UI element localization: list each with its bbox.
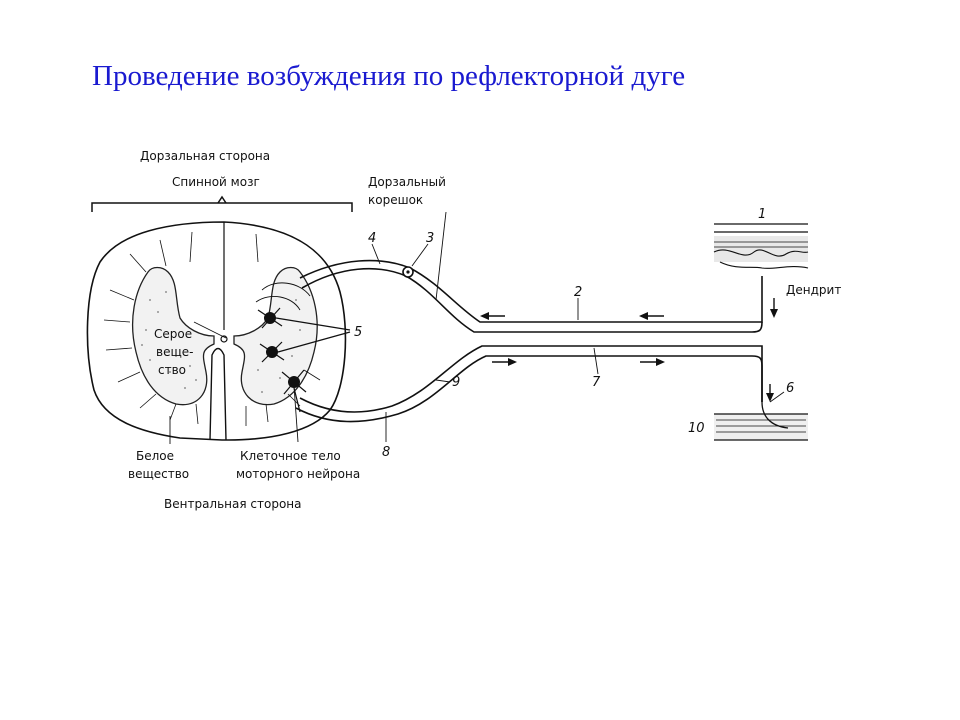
label-number-2: 2 (574, 285, 582, 300)
label-number-4: 4 (368, 231, 376, 246)
dorsal-root-ganglion (402, 266, 414, 278)
skin-receptor (713, 223, 809, 269)
muscle-effector (714, 401, 808, 441)
motor-pathway (295, 345, 763, 423)
gray-matter-label-3: ство (158, 363, 186, 377)
dendrite-label: Дендрит (786, 283, 841, 297)
dorsal-root-label-2: корешок (368, 193, 423, 207)
interneuron-cluster (255, 282, 351, 413)
label-number-8: 8 (382, 445, 390, 460)
label-number-10: 10 (688, 421, 705, 436)
white-matter-label-2: вещество (128, 467, 189, 481)
label-number-7: 7 (592, 375, 601, 390)
sensory-pathway (299, 259, 763, 333)
motor-body-label-1: Клеточное тело (240, 449, 341, 463)
leader-lines (169, 211, 785, 444)
label-number-9: 9 (452, 375, 460, 390)
spinal-cord-label: Спинной мозг (172, 175, 260, 189)
label-number-1: 1 (758, 207, 766, 222)
spinal-cord-bracket (91, 195, 353, 212)
white-matter-label-1: Белое (136, 449, 174, 463)
label-number-5: 5 (354, 325, 362, 340)
direction-arrows (480, 298, 778, 402)
ventral-side-label: Вентральная сторона (164, 497, 301, 511)
label-number-6: 6 (786, 381, 794, 396)
dorsal-side-label: Дорзальная сторона (140, 149, 270, 163)
gray-matter-label-2: веще- (156, 345, 193, 359)
slide-title: Проведение возбуждения по рефлекторной д… (92, 60, 686, 92)
dorsal-root-label-1: Дорзальный (368, 175, 446, 189)
gray-matter-label-1: Серое (154, 327, 192, 341)
motor-body-label-2: моторного нейрона (236, 467, 360, 481)
label-number-3: 3 (426, 231, 434, 246)
spinal-cord-section (86, 221, 347, 441)
